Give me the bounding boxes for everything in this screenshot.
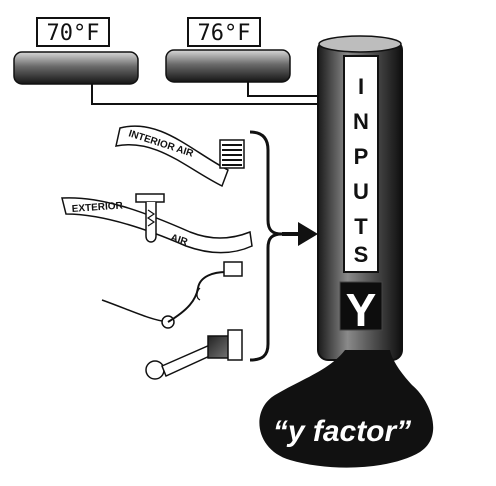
thermostat-right-display [187, 17, 261, 47]
y-label: Y [346, 284, 377, 336]
plug-sensor-cable [167, 271, 227, 323]
thermostat-right: 76°F [165, 17, 291, 83]
inputs-arrow-head [298, 222, 318, 246]
thermostat-right-reading: 76°F [198, 21, 251, 46]
vent-icon [219, 139, 245, 169]
inputs-letter-6: S [354, 242, 369, 267]
exterior-air-band [61, 197, 253, 254]
y-block [339, 281, 383, 331]
inputs-letter-1: I [358, 74, 364, 99]
exterior-air-label: EXTERIOR [71, 200, 124, 215]
coolant-sensor-connector [227, 329, 243, 361]
plug-connector-icon [223, 261, 243, 277]
coolant-sensor-bulb [145, 360, 165, 380]
thermostat-left-display [36, 17, 110, 47]
interior-air-sensor: INTERIOR AIR [115, 125, 245, 188]
y-factor-blob [259, 350, 434, 468]
exterior-air-label-air: AIR [169, 232, 190, 248]
thermostat-left: 70°F [13, 17, 139, 85]
interior-air-band [115, 125, 229, 188]
inputs-letter-2: N [353, 109, 369, 134]
column-top [318, 35, 402, 53]
thermostat-left-body [13, 51, 139, 85]
outdoor-probe-icon [135, 193, 165, 243]
thermostat-left-reading: 70°F [47, 21, 100, 46]
coolant-sensor-stem [161, 344, 215, 378]
inputs-label-panel [343, 55, 379, 273]
exterior-air-sensor: EXTERIOR AIR [61, 193, 253, 254]
thermostat-right-body [165, 49, 291, 83]
inputs-brace [249, 130, 283, 362]
plug-sensor [101, 261, 243, 329]
inputs-letter-5: T [354, 214, 368, 239]
inputs-column: I N P U T S Y [317, 35, 403, 361]
plug-sensor-wire [101, 299, 169, 323]
inputs-letter-4: U [353, 179, 369, 204]
coolant-sensor-body [207, 335, 231, 359]
wire-left [91, 84, 322, 105]
y-factor-output: “y factor” [259, 350, 434, 468]
coolant-sensor [145, 329, 243, 380]
inputs-letter-3: P [354, 144, 369, 169]
y-factor-label: “y factor” [273, 415, 411, 448]
wire-right [247, 82, 322, 97]
